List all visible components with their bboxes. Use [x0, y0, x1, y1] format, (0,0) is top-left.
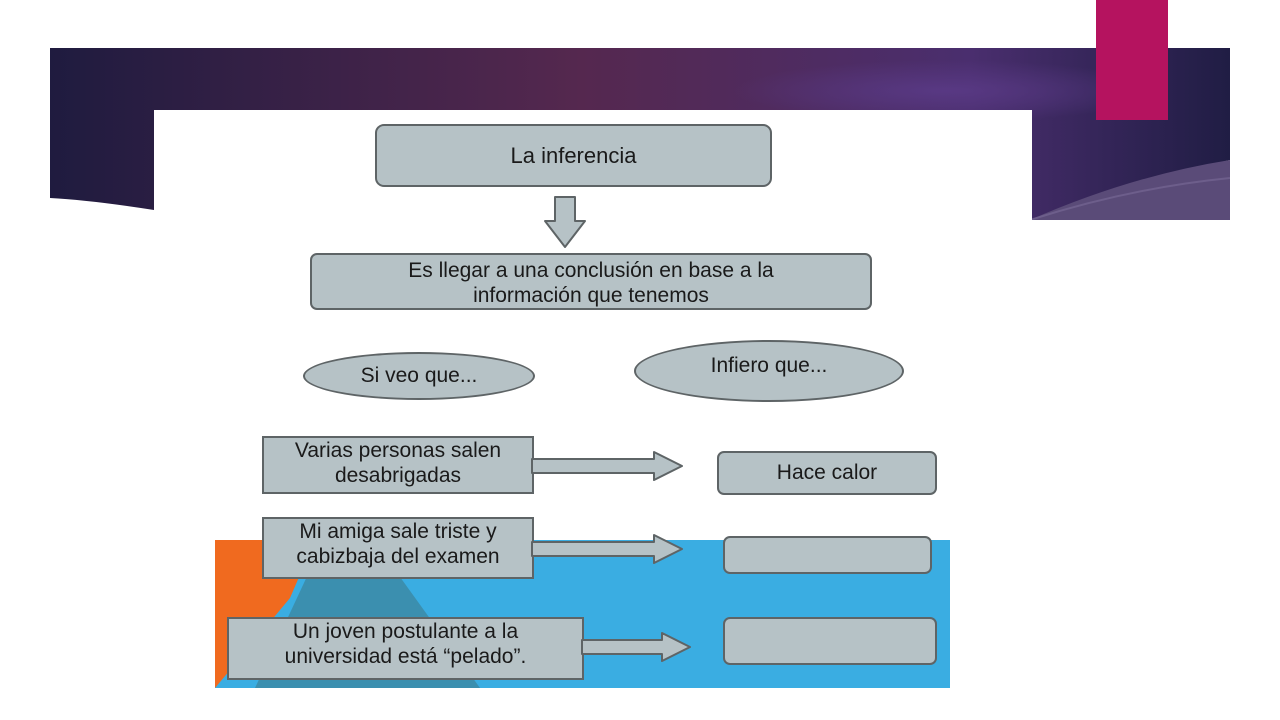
magenta-accent-bar — [1096, 0, 1168, 120]
header-if-i-see-label: Si veo que... — [360, 364, 478, 387]
cause-1-line-1: Varias personas salen — [294, 439, 502, 462]
cause-box-2: Mi amiga sale triste y cabizbaja del exa… — [262, 517, 534, 579]
definition-line-1: Es llegar a una conclusión en base a la — [408, 259, 774, 282]
title-box: La inferencia — [375, 124, 772, 187]
header-i-infer-label: Infiero que... — [710, 354, 828, 377]
right-arrow-icon — [531, 534, 683, 564]
effect-box-2[interactable] — [723, 536, 932, 574]
effect-box-3[interactable] — [723, 617, 937, 665]
down-arrow-icon — [544, 196, 586, 248]
right-arrow-icon — [531, 451, 683, 481]
cause-box-1: Varias personas salen desabrigadas — [262, 436, 534, 494]
cause-1-line-2: desabrigadas — [334, 464, 462, 488]
cause-3-line-2: universidad está “pelado”. — [284, 645, 527, 669]
cause-3-line-1: Un joven postulante a la — [292, 620, 519, 643]
cause-2-line-2: cabizbaja del examen — [296, 545, 500, 569]
cause-2-line-1: Mi amiga sale triste y — [299, 520, 497, 543]
header-i-infer: Infiero que... — [634, 340, 904, 402]
effect-1-text: Hace calor — [776, 461, 878, 484]
definition-box: Es llegar a una conclusión en base a la … — [310, 253, 872, 310]
right-arrow-icon — [581, 632, 691, 662]
effect-box-1: Hace calor — [717, 451, 937, 495]
header-if-i-see: Si veo que... — [303, 352, 535, 400]
diagram-title: La inferencia — [510, 142, 637, 168]
definition-line-2: información que tenemos — [473, 283, 709, 307]
cause-box-3: Un joven postulante a la universidad est… — [227, 617, 584, 680]
